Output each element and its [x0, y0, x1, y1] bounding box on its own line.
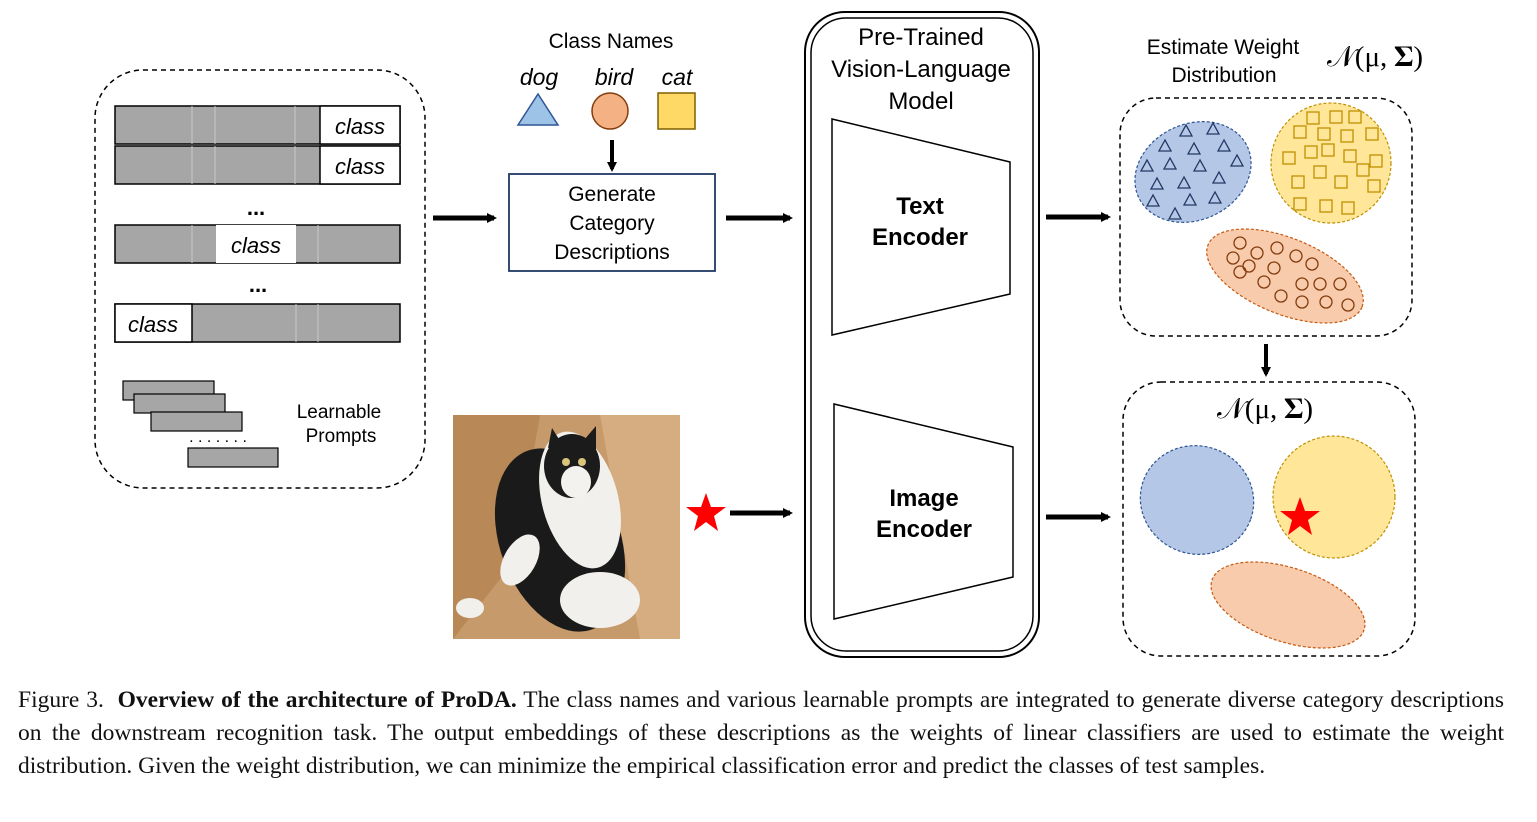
dog-triangle-icon [516, 92, 560, 126]
bird-circle-icon [591, 92, 629, 130]
generate-line-3: Descriptions [554, 241, 670, 264]
generate-descriptions-box: Generate Category Descriptions [508, 173, 716, 272]
prediction-panel: 𝒩(μ, 𝚺) [1122, 381, 1416, 657]
bird-distribution-ellipse [1210, 561, 1366, 649]
model-title-line-1: Pre-Trained [858, 24, 984, 51]
class-slot-label: class [231, 233, 281, 258]
weight-distribution-panel [1119, 97, 1413, 337]
learnable-prompt-stack: . . . . . . . [122, 380, 279, 468]
ellipsis-2: ... [249, 272, 267, 297]
class-slot-label: class [335, 154, 385, 179]
estimate-label-line-1: Estimate Weight [1147, 36, 1300, 59]
dog-distribution-ellipse [1139, 445, 1255, 555]
prompt-row-1: class [114, 105, 401, 145]
generate-line-1: Generate [568, 183, 656, 206]
prompts-panel: class class ... class ... class [94, 69, 426, 489]
stack-dots: . . . . . . . [189, 429, 247, 446]
vision-language-model: Pre-Trained Vision-Language Model Text E… [804, 11, 1040, 658]
prompt-row-3: class [114, 224, 401, 264]
generate-line-2: Category [569, 212, 655, 235]
dog-weight-cluster [1134, 121, 1252, 223]
caption-body: The class names and various learnable pr… [18, 687, 1505, 779]
caption-label: Figure 3. [18, 687, 104, 713]
cat-photo [453, 415, 680, 639]
cat-square-icon [657, 92, 696, 130]
test-sample-star-icon [686, 493, 726, 531]
text-encoder-line-2: Encoder [872, 224, 968, 251]
class-names-title: Class Names [549, 30, 674, 53]
distribution-formula-top: 𝒩(μ, 𝚺) [1327, 41, 1423, 73]
architecture-figure: class class ... class ... class [94, 11, 1423, 658]
prompts-label: Prompts [306, 426, 377, 447]
distribution-formula-bottom: 𝒩(μ, 𝚺) [1217, 393, 1313, 425]
text-encoder-line-1: Text [896, 193, 944, 220]
prompt-row-4: class [114, 303, 401, 343]
class-name-cat: cat [662, 64, 694, 90]
estimate-label-line-2: Distribution [1171, 64, 1276, 87]
class-slot-label: class [335, 114, 385, 139]
prediction-star-icon [1280, 497, 1320, 535]
image-encoder-line-2: Encoder [876, 516, 972, 543]
class-names-group: Class Names dog bird cat [516, 30, 696, 130]
ellipsis-1: ... [247, 195, 265, 220]
caption-title: Overview of the architecture of ProDA. [117, 687, 517, 713]
cat-distribution-circle [1272, 435, 1396, 559]
model-title-line-3: Model [888, 88, 953, 115]
learnable-label: Learnable [297, 402, 382, 423]
prompt-row-2: class [114, 145, 401, 185]
class-slot-label: class [128, 312, 178, 337]
model-title-line-2: Vision-Language [831, 56, 1011, 83]
image-encoder-line-1: Image [889, 485, 958, 512]
class-name-dog: dog [520, 64, 559, 90]
image-encoder: Image Encoder [833, 403, 1014, 620]
text-encoder: Text Encoder [831, 118, 1011, 336]
cat-weight-cluster [1270, 102, 1392, 224]
figure-caption: Figure 3. Overview of the architecture o… [18, 684, 1504, 783]
bird-weight-cluster [1206, 228, 1364, 324]
class-name-bird: bird [595, 64, 635, 90]
